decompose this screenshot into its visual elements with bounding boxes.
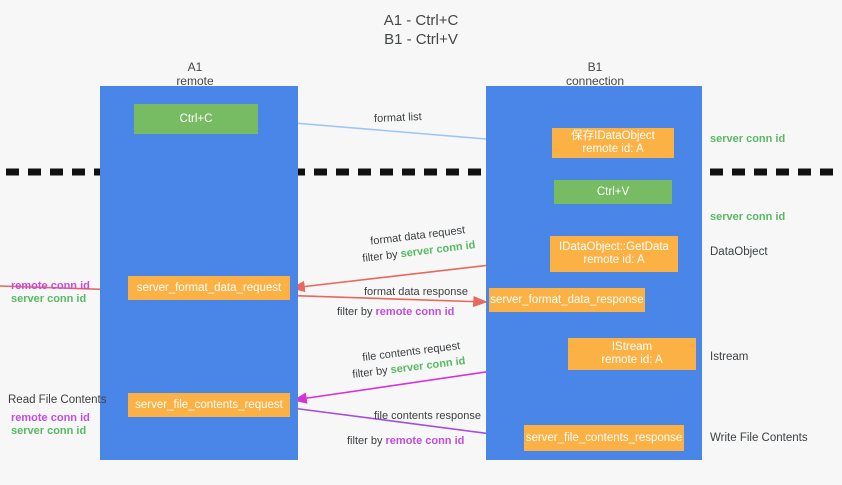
edge-label-file-contents-response-filter: filter by remote conn id	[347, 434, 464, 448]
node-save-idataobject-line1: 保存IDataObject	[571, 130, 655, 142]
side-label-server-conn-id-1: server conn id	[11, 293, 87, 305]
edge-label-file-contents-response: file contents response	[374, 410, 482, 422]
node-server-file-contents-request[interactable]: server_file_contents_request	[128, 393, 290, 417]
filter-prefix: filter by	[361, 248, 402, 265]
node-ctrl-c-label: Ctrl+C	[179, 112, 213, 125]
node-ctrl-c[interactable]: Ctrl+C	[134, 104, 258, 134]
diagram-title-line2: B1 - Ctrl+V	[384, 31, 458, 48]
lane-header-a1-title: A1	[187, 60, 203, 74]
node-getdata-line2: remote id: A	[583, 254, 645, 266]
node-server-format-data-response[interactable]: server_format_data_response	[489, 288, 645, 312]
filter-key-remote-conn-id: remote conn id	[385, 435, 465, 447]
side-label-write-file-contents: Write File Contents	[710, 432, 808, 444]
side-label-server-conn-id-mid: server conn id	[710, 211, 786, 223]
edge-label-format-list: format list	[373, 110, 422, 126]
filter-key-remote-conn-id: remote conn id	[375, 306, 455, 318]
filter-prefix: filter by	[347, 435, 386, 447]
node-server-format-data-request[interactable]: server_format_data_request	[128, 276, 290, 300]
side-label-read-file-contents: Read File Contents	[8, 394, 107, 406]
node-istream-line1: IStream	[611, 341, 653, 353]
lane-header-b1-subtitle: connection	[565, 74, 625, 88]
side-label-remote-conn-id-2: remote conn id	[11, 412, 90, 424]
filter-prefix: filter by	[337, 306, 376, 318]
node-istream[interactable]: IStream remote id: A	[568, 338, 696, 370]
node-getdata-line1: IDataObject::GetData	[559, 241, 669, 253]
side-label-server-conn-id-2: server conn id	[11, 425, 87, 437]
node-server-format-data-request-label: server_format_data_request	[136, 281, 282, 294]
node-istream-line2: remote id: A	[601, 354, 663, 366]
diagram-title-line1: A1 - Ctrl+C	[383, 12, 459, 29]
filter-prefix: filter by	[351, 364, 392, 381]
node-server-file-contents-response-label: server_file_contents_response	[525, 431, 683, 444]
node-idataobject-getdata[interactable]: IDataObject::GetData remote id: A	[550, 236, 678, 272]
lane-header-a1-subtitle: remote	[176, 74, 214, 88]
side-label-remote-conn-id-1: remote conn id	[11, 280, 90, 292]
side-label-istream: Istream	[710, 351, 749, 363]
node-save-idataobject[interactable]: 保存IDataObject remote id: A	[552, 128, 674, 158]
node-server-file-contents-response[interactable]: server_file_contents_response	[524, 425, 684, 451]
edge-label-format-data-response-filter: filter by remote conn id	[337, 305, 454, 319]
node-ctrl-v[interactable]: Ctrl+V	[554, 180, 672, 204]
edge-label-format-data-response: format data response	[364, 286, 468, 298]
side-label-server-conn-id-top: server conn id	[710, 133, 786, 145]
lane-header-b1-title: B1	[587, 60, 603, 74]
node-server-format-data-response-label: server_format_data_response	[490, 293, 644, 306]
node-save-idataobject-line2: remote id: A	[582, 143, 644, 155]
node-ctrl-v-label: Ctrl+V	[596, 185, 630, 198]
node-server-file-contents-request-label: server_file_contents_request	[135, 398, 283, 411]
side-label-dataobject: DataObject	[710, 246, 768, 258]
